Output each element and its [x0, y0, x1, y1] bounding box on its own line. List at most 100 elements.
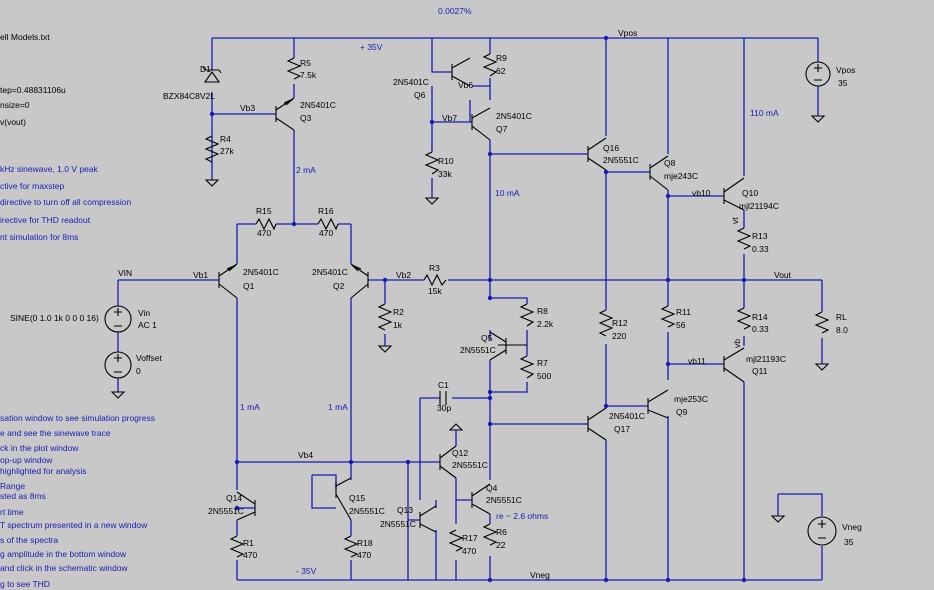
r9-resistor-symbol [482, 53, 498, 77]
vin-value: AC 1 [138, 320, 157, 330]
q2-name: Q2 [333, 281, 345, 291]
r12-name: R12 [612, 318, 628, 328]
r1-resistor-symbol [229, 535, 245, 558]
r18-resistor-symbol [343, 535, 359, 558]
rl-value: 8.0 [836, 325, 848, 335]
comment-5: sation window to see simulation progress [0, 413, 155, 423]
q12-value: 2N5551C [452, 460, 488, 470]
net-minus35: - 35V [296, 566, 317, 576]
vpos-value: 35 [838, 78, 848, 88]
r5-resistor-symbol [286, 57, 302, 80]
r3-resistor-symbol [423, 273, 447, 287]
q9-value: mje253C [674, 394, 708, 404]
comment-16: and click in the schematic window [0, 563, 128, 573]
q16-transistor-symbol [587, 137, 607, 171]
directive-2: nsize=0 [0, 100, 30, 110]
r5-name: R5 [300, 58, 311, 68]
r9-name: R9 [496, 53, 507, 63]
c1-capacitor-symbol [439, 391, 447, 405]
q15-transistor-symbol [335, 477, 352, 521]
q4-transistor-symbol [471, 483, 491, 515]
q13-name: Q13 [397, 505, 413, 515]
q10-name: Q10 [742, 188, 758, 198]
q14-transistor-symbol [236, 491, 256, 521]
q13-value: 2N5551C [380, 519, 416, 529]
comment-8: op-up window [0, 455, 53, 465]
vneg-value: 35 [844, 537, 854, 547]
r17-name: R17 [462, 533, 478, 543]
r16-name: R16 [318, 206, 334, 216]
q4-value: 2N5551C [486, 495, 522, 505]
junctions [209, 35, 747, 583]
q3-value: 2N5401C [300, 100, 336, 110]
r5-value: 7.5k [300, 70, 317, 80]
q17-value: 2N5401C [609, 411, 645, 421]
net-vb4: Vb4 [298, 450, 313, 460]
comment-15: g amplitude in the bottom window [0, 549, 127, 559]
r17-resistor-symbol [448, 529, 464, 552]
r12-resistor-symbol [598, 309, 614, 337]
comment-17: g to see THD [0, 579, 50, 589]
q8-value: mje243C [664, 171, 698, 181]
q11-transistor-symbol [723, 347, 745, 383]
q9-name: Q9 [676, 407, 688, 417]
q12-name: Q12 [452, 448, 468, 458]
vin-sine: SINE(0 1.0 1k 0 0 0 16) [10, 313, 99, 323]
anno-110ma: 110 mA [750, 108, 779, 118]
comment-1: ctive for maxstep [0, 181, 65, 191]
q7-transistor-symbol [471, 107, 491, 141]
net-vb1: Vb1 [193, 270, 208, 280]
r7-resistor-symbol [519, 355, 535, 379]
vneg-name: Vneg [842, 522, 862, 532]
q1-value: 2N5401C [243, 267, 279, 277]
q14-name: Q14 [226, 493, 242, 503]
r11-name: R11 [676, 307, 691, 317]
r8-name: R8 [537, 306, 548, 316]
r1-value: 470 [243, 550, 257, 560]
directive-1: tep=0.48831106u [0, 85, 66, 95]
q17-name: Q17 [614, 424, 630, 434]
r10-value: 33k [438, 169, 452, 179]
r15-resistor-symbol [255, 217, 277, 231]
vneg-source-symbol [807, 516, 837, 546]
labels: 0.0027% ell Models.txt tep=0.48831106u n… [0, 6, 862, 589]
net-vneg: Vneg [530, 570, 550, 580]
voffset-value: 0 [136, 366, 141, 376]
q11-name: Q11 [752, 366, 768, 376]
q4-name: Q4 [486, 483, 498, 493]
d1-zener-symbol [202, 66, 222, 83]
net-vb2: Vb2 [396, 270, 411, 280]
net-vin: VIN [118, 268, 132, 278]
net-vt: vt [730, 217, 740, 224]
r15-value: 470 [257, 228, 271, 238]
r8-value: 2.2k [537, 319, 554, 329]
comment-14: s of the spectra [0, 535, 58, 545]
q10-value: mjl21194C [739, 201, 779, 211]
q15-value: 2N5551C [349, 506, 385, 516]
r4-name: R4 [220, 134, 231, 144]
r7-name: R7 [537, 358, 548, 368]
d1-value: BZX84C8V2L [163, 91, 215, 101]
comment-6: e and see the sinewave trace [0, 428, 111, 438]
q13-transistor-symbol [419, 505, 437, 533]
r10-name: R10 [438, 156, 454, 166]
comment-9: highlighted for analysis [0, 466, 86, 476]
q7-name: Q7 [496, 124, 508, 134]
anno-10ma: 10 mA [495, 188, 520, 198]
voffset-name: Voffset [136, 353, 162, 363]
r6-value: 22 [496, 540, 506, 550]
q1-transistor-symbol [218, 263, 238, 299]
vin-name: Vin [138, 308, 150, 318]
ground-symbols [110, 115, 830, 523]
r11-value: 56 [676, 320, 686, 330]
net-vb3: Vb3 [240, 103, 255, 113]
q11-value: mjl21193C [746, 354, 786, 364]
q9-transistor-symbol [647, 389, 669, 419]
c1-value: 30p [437, 403, 451, 413]
r14-value: 0.33 [752, 324, 769, 334]
rl-resistor-symbol [814, 311, 830, 334]
q3-name: Q3 [300, 113, 312, 123]
r10-resistor-symbol [424, 151, 440, 175]
q6-transistor-symbol [451, 57, 471, 87]
